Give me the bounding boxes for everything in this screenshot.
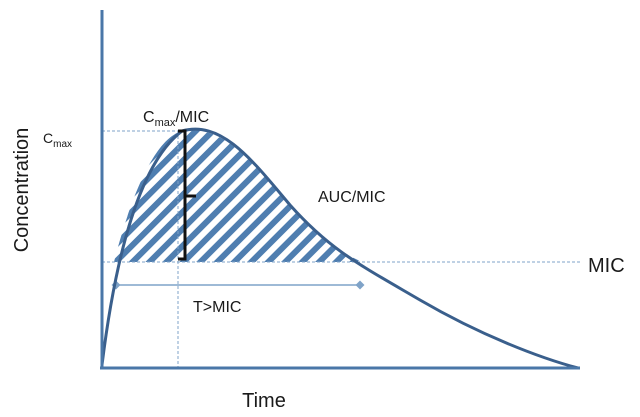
cmax-mic-label: Cmax/MIC (143, 109, 209, 129)
time-above-mic-label: T>MIC (193, 299, 241, 316)
auc-mic-label: AUC/MIC (318, 189, 386, 206)
cmax-mic-bracket (178, 129, 196, 261)
concentration-curve (100, 127, 579, 370)
y-axis-label: Concentration (11, 128, 33, 253)
cmax-axis-label: Cmax (43, 130, 72, 150)
mic-label: MIC (588, 255, 625, 277)
x-axis-label: Time (242, 390, 286, 412)
